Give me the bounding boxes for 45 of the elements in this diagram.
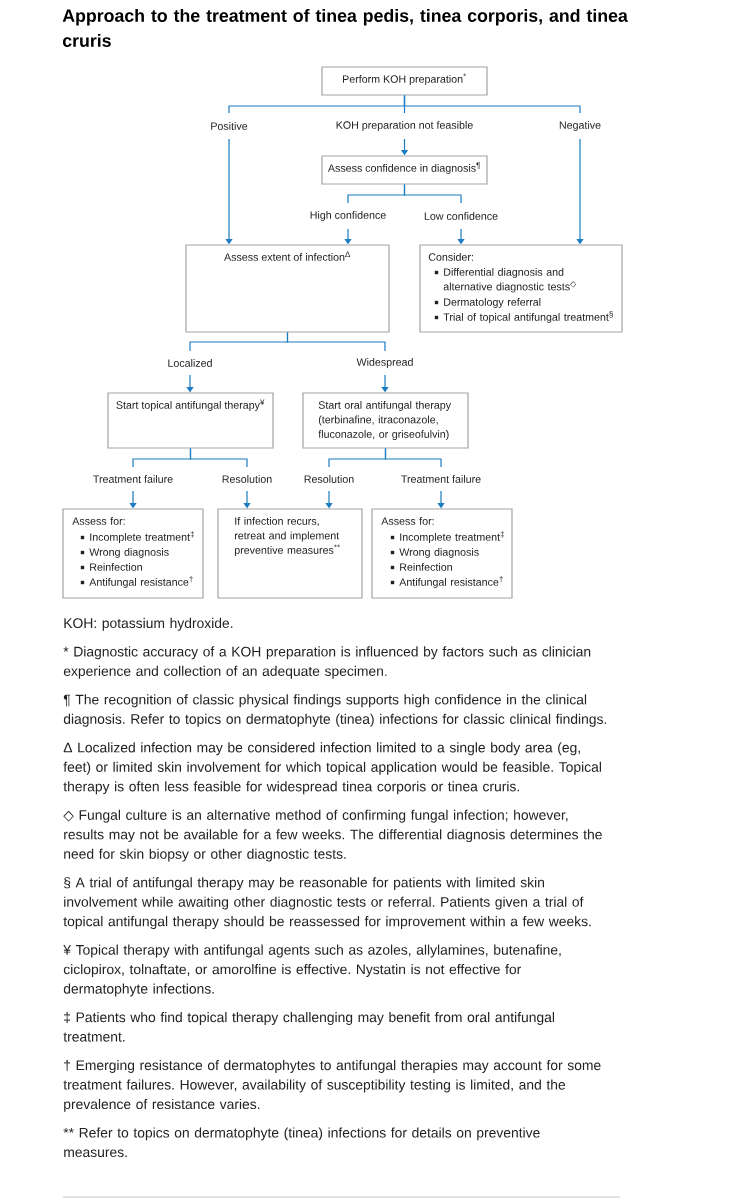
list-item: Dermatology referral bbox=[444, 298, 541, 308]
list-item: Incomplete treatment$^{‡}$ bbox=[90, 531, 194, 543]
process-box: Assess extent of infection$^{Δ}$ bbox=[185, 244, 390, 333]
list-item: Incomplete treatment$^{‡}$ bbox=[400, 531, 504, 543]
process-box bbox=[62, 508, 204, 599]
process-box bbox=[419, 244, 623, 333]
footnote: ¶ The recognition of classic physical findings supports high confidence in the clinical diagnosis. Refer to topics on dermatophyte (tinea) infections for classic clinical findings. bbox=[63, 694, 607, 727]
process-box: Assess confidence in diagnosis$^{¶}$ bbox=[321, 155, 488, 185]
footnote: ¥ Topical therapy with antifungal agents such as azoles, allylamines, butenafine, ciclopirox, tolnaftate, or amorolfine is effective. Nystatin is not effective for dermatophyte infections. bbox=[63, 944, 561, 997]
box-heading: Assess for: bbox=[381, 517, 434, 525]
list-item: Wrong diagnosis bbox=[399, 548, 479, 558]
edge-label: Negative bbox=[557, 119, 603, 133]
process-box: Perform KOH preparation$^{*}$ bbox=[321, 66, 488, 96]
footnote: Δ Localized infection may be considered infection limited to a single body area (eg, feet) or limited skin involvement for which topical application would be feasible. Topical therapy is often less feasible for widespread tinea corporis or tinea cruris. bbox=[63, 742, 601, 795]
edge-label: Positive bbox=[209, 120, 249, 132]
footnote: † Emerging resistance of dermatophytes to antifungal therapies may account for some treatment failures. However, availability of susceptibility testing is limited, and the prevalence of resistance varies. bbox=[63, 1060, 601, 1112]
edge-label: Low confidence bbox=[422, 210, 500, 222]
edge-label: Treatment failure bbox=[91, 473, 175, 485]
list-item: Reinfection bbox=[90, 563, 142, 571]
edge-label: Resolution bbox=[220, 473, 274, 485]
footnote: * Diagnostic accuracy of a KOH preparation is influenced by factors such as clinician experience and collection of an adequate specimen. bbox=[63, 646, 591, 679]
edge-label: KOH preparation not feasible bbox=[334, 119, 475, 133]
footnote: ** Refer to topics on dermatophyte (tinea) infections for details on preventive measures. bbox=[63, 1127, 540, 1158]
box-heading: Assess for: bbox=[72, 517, 125, 525]
edge-label: Widespread bbox=[355, 356, 415, 370]
process-box: Start oral antifungal therapy (terbinafine, itraconazole, fluconazole, or griseofulvin) bbox=[302, 392, 469, 449]
list-item: Wrong diagnosis bbox=[89, 548, 169, 558]
process-box bbox=[371, 508, 513, 599]
list-item: Antifungal resistance$^{†}$ bbox=[89, 576, 193, 588]
list-item: Trial of topical antifungal treatment$^{§}$ bbox=[443, 311, 613, 323]
footnote: ◇ Fungal culture is an alternative method of confirming fungal infection; however, results may not be available for a few weeks. The differential diagnosis determines the need for skin biopsy or other diagnostic tests. bbox=[63, 809, 602, 862]
process-box: If infection recurs, retreat and implement preventive measures$^{**}$ bbox=[217, 508, 363, 599]
footnote: § A trial of antifungal therapy may be reasonable for patients with limited skin involvement while awaiting other diagnostic tests or referral. Patients given a trial of topical antifungal therapy should be reassessed for improvement within a few weeks. bbox=[63, 877, 591, 929]
box-heading: Consider: bbox=[428, 253, 473, 261]
footnote: ‡ Patients who find topical therapy challenging may benefit from oral antifungal treatment. bbox=[63, 1012, 554, 1042]
list-item: Antifungal resistance$^{†}$ bbox=[399, 576, 503, 588]
list-item: Differential diagnosis and alternative diagnostic tests$^{◇}$ bbox=[443, 268, 577, 293]
edge-label: Treatment failure bbox=[399, 473, 483, 485]
list-item: Reinfection bbox=[400, 563, 452, 571]
process-box: Start topical antifungal therapy$^{¥}$ bbox=[107, 392, 274, 449]
footnote: KOH: potassium hydroxide. bbox=[64, 617, 233, 631]
edge-label: Resolution bbox=[302, 473, 356, 485]
edge-label: Localized bbox=[166, 357, 214, 369]
edge-label: High confidence bbox=[308, 209, 388, 223]
title: Approach to the treatment of tinea pedis, tinea corporis, and tinea cruris bbox=[62, 8, 628, 47]
